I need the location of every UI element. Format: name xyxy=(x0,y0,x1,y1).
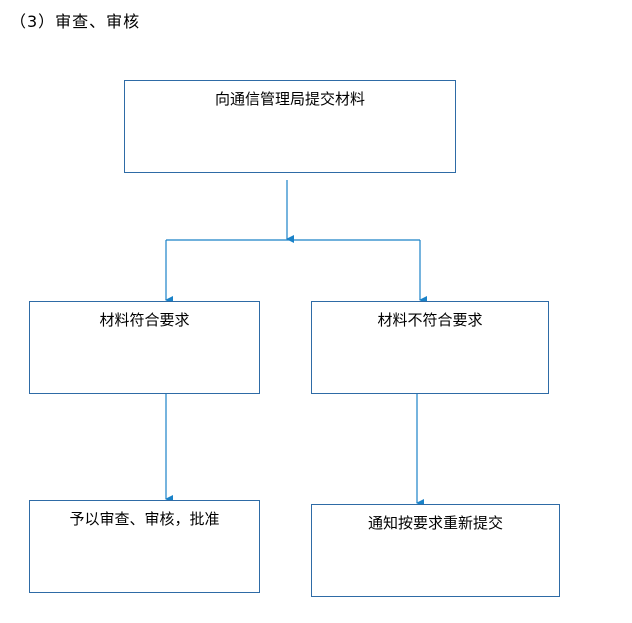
approve-label: 予以审查、审核，批准 xyxy=(69,510,220,528)
resubmit-box: 通知按要求重新提交 xyxy=(311,504,560,597)
materials-not-meet-box: 材料不符合要求 xyxy=(311,301,549,394)
materials-not-meet-label: 材料不符合要求 xyxy=(377,311,483,329)
approve-box: 予以审查、审核，批准 xyxy=(29,500,260,593)
submit-materials-label: 向通信管理局提交材料 xyxy=(214,90,365,108)
materials-meet-box: 材料符合要求 xyxy=(29,301,260,394)
resubmit-label: 通知按要求重新提交 xyxy=(367,514,503,532)
materials-meet-label: 材料符合要求 xyxy=(99,311,190,329)
submit-materials-box: 向通信管理局提交材料 xyxy=(124,80,456,173)
section-heading: （3）审查、审核 xyxy=(10,12,141,31)
